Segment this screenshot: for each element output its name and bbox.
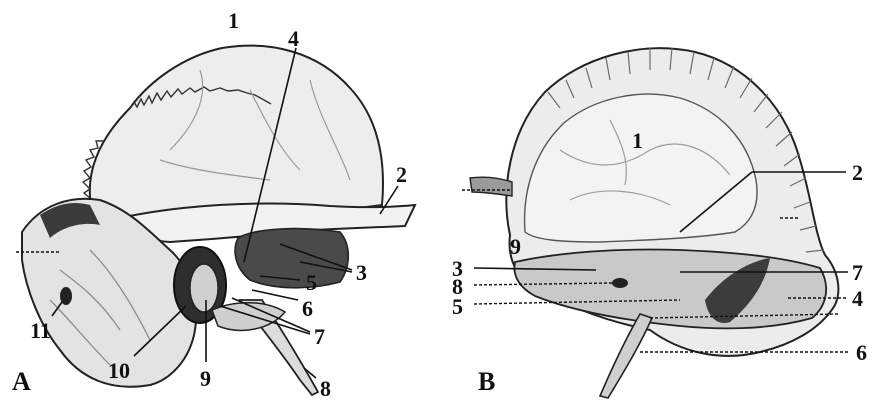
label-b-4: 4 bbox=[852, 286, 863, 311]
label-b-6: 6 bbox=[856, 340, 867, 365]
internal-acoustic-meatus bbox=[612, 278, 628, 288]
label-a-7: 7 bbox=[314, 324, 325, 349]
label-a-5: 5 bbox=[306, 270, 317, 295]
squamous-part bbox=[90, 46, 383, 220]
panel-b-illustration bbox=[470, 48, 838, 398]
panel-label-b: B bbox=[478, 367, 495, 396]
leader-a-6 bbox=[252, 290, 298, 300]
petrous-part bbox=[514, 250, 826, 329]
label-b-9: 9 bbox=[510, 234, 521, 259]
label-b-2: 2 bbox=[852, 160, 863, 185]
label-b-7: 7 bbox=[852, 260, 863, 285]
external-acoustic-meatus-inner bbox=[190, 264, 218, 312]
zygomatic-stub bbox=[470, 177, 512, 196]
label-a-8: 8 bbox=[320, 376, 331, 401]
label-a-2: 2 bbox=[396, 162, 407, 187]
label-a-1: 1 bbox=[228, 8, 239, 33]
panel-a-illustration bbox=[22, 46, 415, 395]
label-b-5: 5 bbox=[452, 294, 463, 319]
label-b-1: 1 bbox=[632, 128, 643, 153]
label-a-10: 10 bbox=[108, 358, 130, 383]
label-a-6: 6 bbox=[302, 296, 313, 321]
label-a-9: 9 bbox=[200, 366, 211, 391]
label-a-11: 11 bbox=[30, 318, 51, 343]
label-a-4: 4 bbox=[288, 26, 299, 51]
panel-label-a: A bbox=[12, 367, 31, 396]
label-a-3: 3 bbox=[356, 260, 367, 285]
styloid-process-b bbox=[600, 314, 652, 398]
